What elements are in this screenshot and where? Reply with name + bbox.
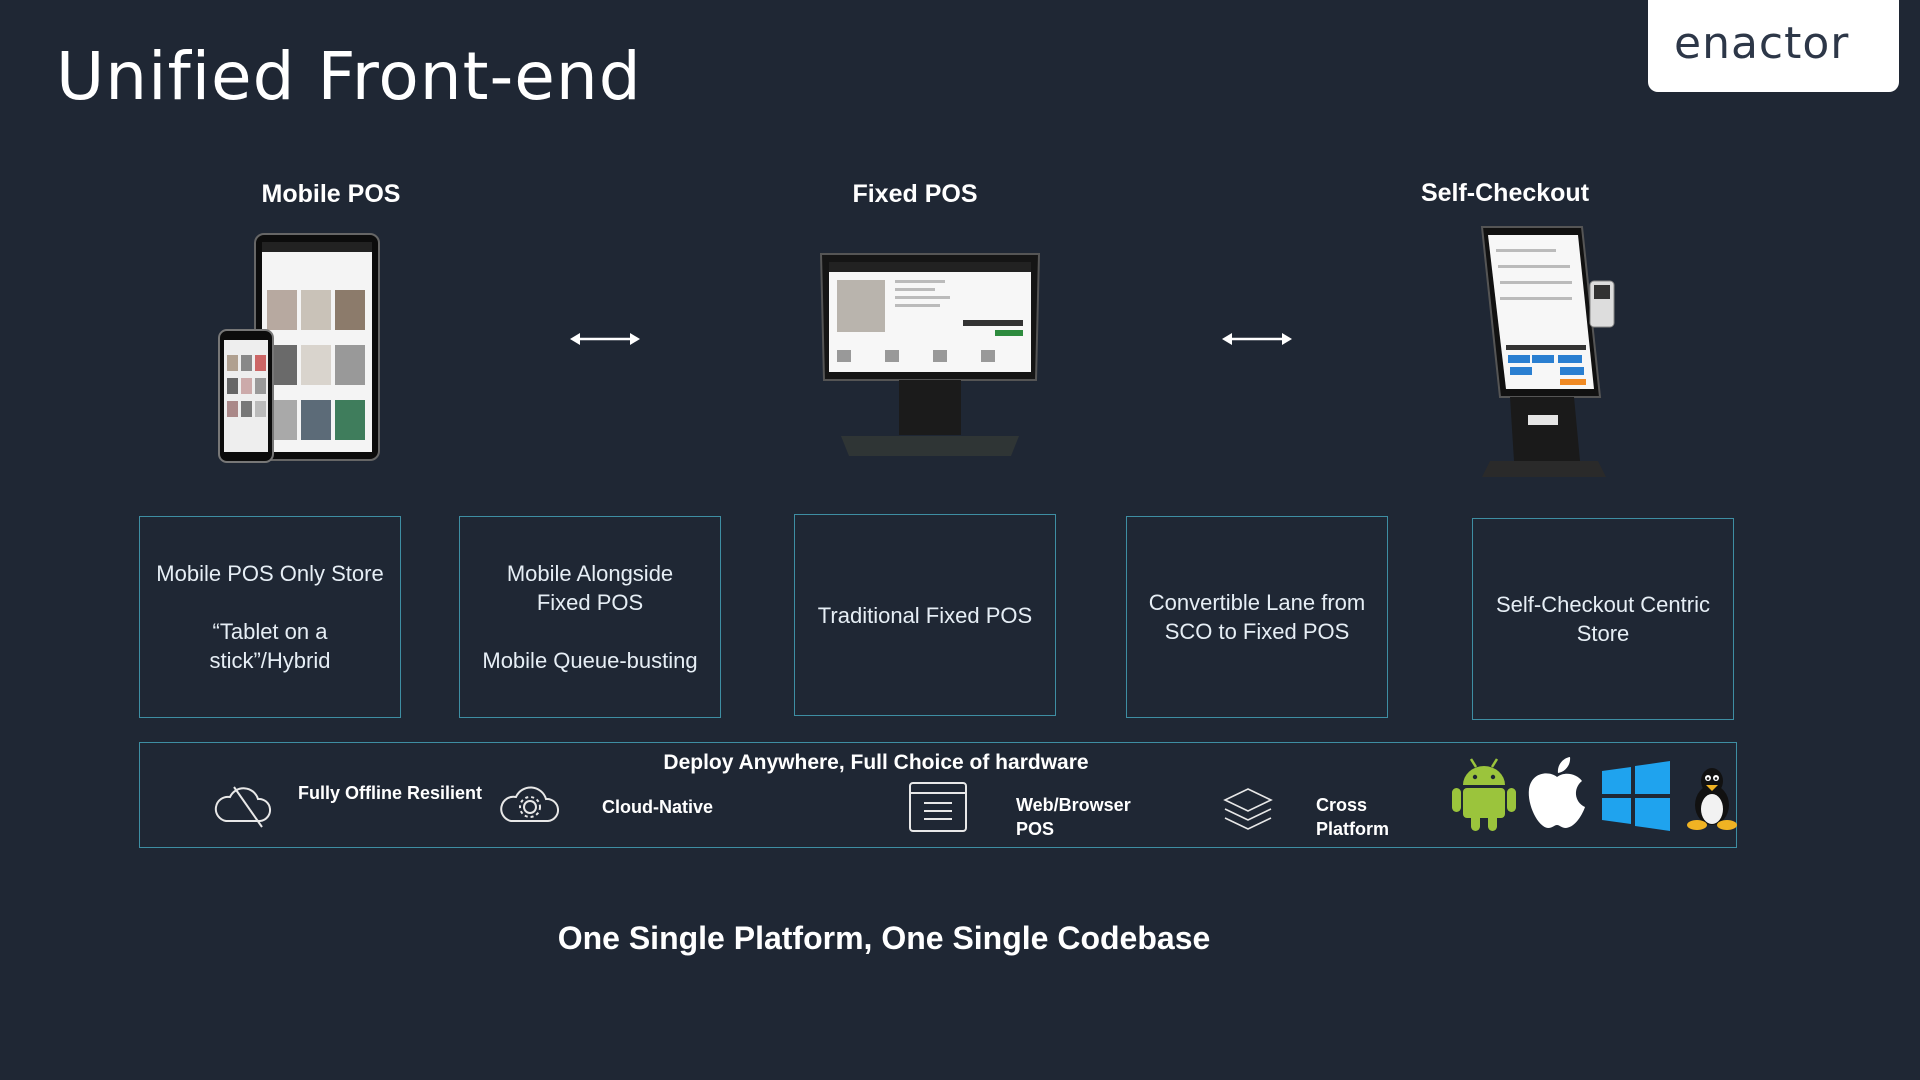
self-checkout-device-image [1480,226,1615,477]
linux-icon [1687,768,1737,830]
heading-self-checkout: Self-Checkout [1420,179,1590,207]
scenario-box-label: Self-Checkout Centric Store [1496,592,1710,646]
android-icon [1452,758,1516,831]
scenario-box-sublabel: “Tablet on a stick”/Hybrid [209,619,331,673]
double-arrow-icon [1222,333,1292,345]
heading-fixed-pos: Fixed POS [852,180,978,208]
deploy-panel: Deploy Anywhere, Full Choice of hardware… [139,742,1737,848]
feature-label-cloud-native: Cloud-Native [602,797,714,817]
scenario-box-mobile-fixed: Mobile Alongside Fixed POS Mobile Queue-… [459,516,721,718]
tagline: One Single Platform, One Single Codebase [557,920,1211,956]
scenario-box-convertible-lane: Convertible Lane from SCO to Fixed POS [1126,516,1388,718]
scenario-box-label: Convertible Lane from SCO to Fixed POS [1148,590,1366,644]
heading-mobile-pos: Mobile POS [261,180,401,208]
cloud-off-icon [214,786,272,828]
double-arrow-icon [570,333,640,345]
feature-label-cross-platform: Cross Platform [1316,795,1390,839]
enactor-logo: enactor [1648,0,1899,92]
windows-icon [1602,761,1670,831]
scenario-box-label: Mobile Alongside Fixed POS [506,561,674,615]
scenario-box-sco-centric: Self-Checkout Centric Store [1472,518,1734,720]
scenario-box-traditional-fixed: Traditional Fixed POS [794,514,1056,716]
layers-icon [1223,788,1273,830]
feature-label-offline: Fully Offline Resilient [298,783,483,803]
deploy-title: Deploy Anywhere, Full Choice of hardware [663,751,1089,774]
page-title: Unified Front-end [56,38,642,115]
scenario-box-mobile-only: Mobile POS Only Store “Tablet on a stick… [139,516,401,718]
apple-icon [1528,757,1585,828]
feature-label-web-browser: Web/Browser POS [1016,795,1131,839]
mobile-pos-device-image [218,233,380,463]
scenario-box-sublabel: Mobile Queue-busting [482,648,698,673]
scenario-box-label: Mobile POS Only Store [156,561,384,586]
cloud-gear-icon [500,786,560,822]
scenario-box-label: Traditional Fixed POS [817,602,1033,628]
browser-window-icon [909,782,967,832]
logo-text: enactor [1674,18,1850,69]
fixed-pos-device-image [819,253,1041,456]
